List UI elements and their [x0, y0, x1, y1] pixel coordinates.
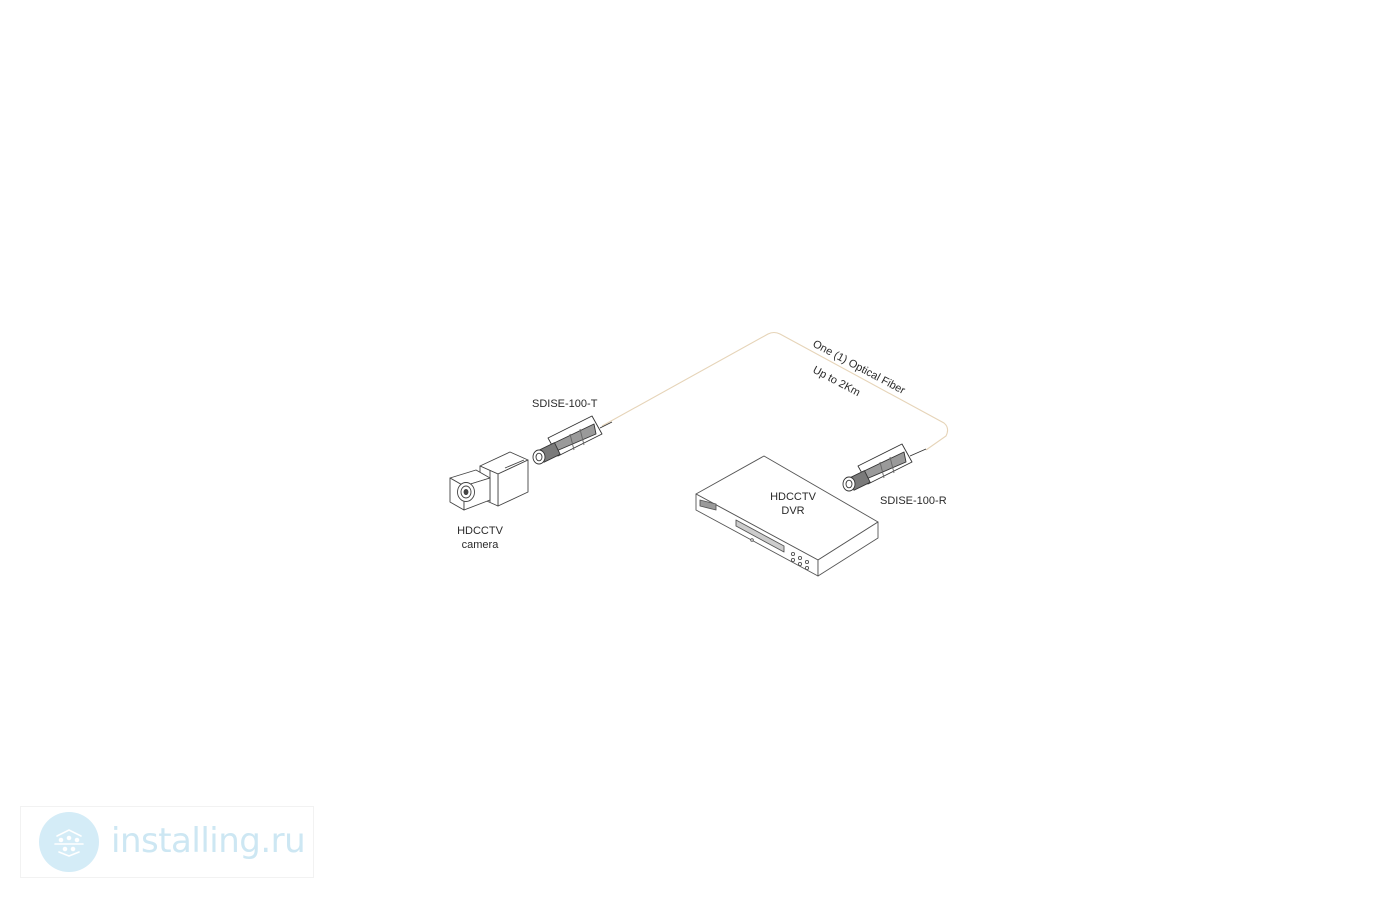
dvr-label-line2: DVR — [781, 505, 804, 517]
transmitter-module — [532, 415, 613, 465]
watermark-logo-icon — [39, 812, 99, 872]
camera-label-line2: camera — [462, 539, 500, 551]
hdcctv-dvr — [695, 455, 879, 577]
camera-label-line1: HDCCTV — [457, 525, 503, 537]
transmitter-label: SDISE-100-T — [532, 398, 598, 410]
watermark-text: installing.ru — [111, 821, 306, 861]
optical-fiber-cable — [601, 331, 949, 451]
hdcctv-camera — [449, 451, 529, 511]
receiver-module — [842, 443, 927, 492]
watermark: installing.ru — [20, 806, 314, 878]
dvr-label-line1: HDCCTV — [770, 491, 816, 503]
receiver-label: SDISE-100-R — [880, 495, 947, 507]
